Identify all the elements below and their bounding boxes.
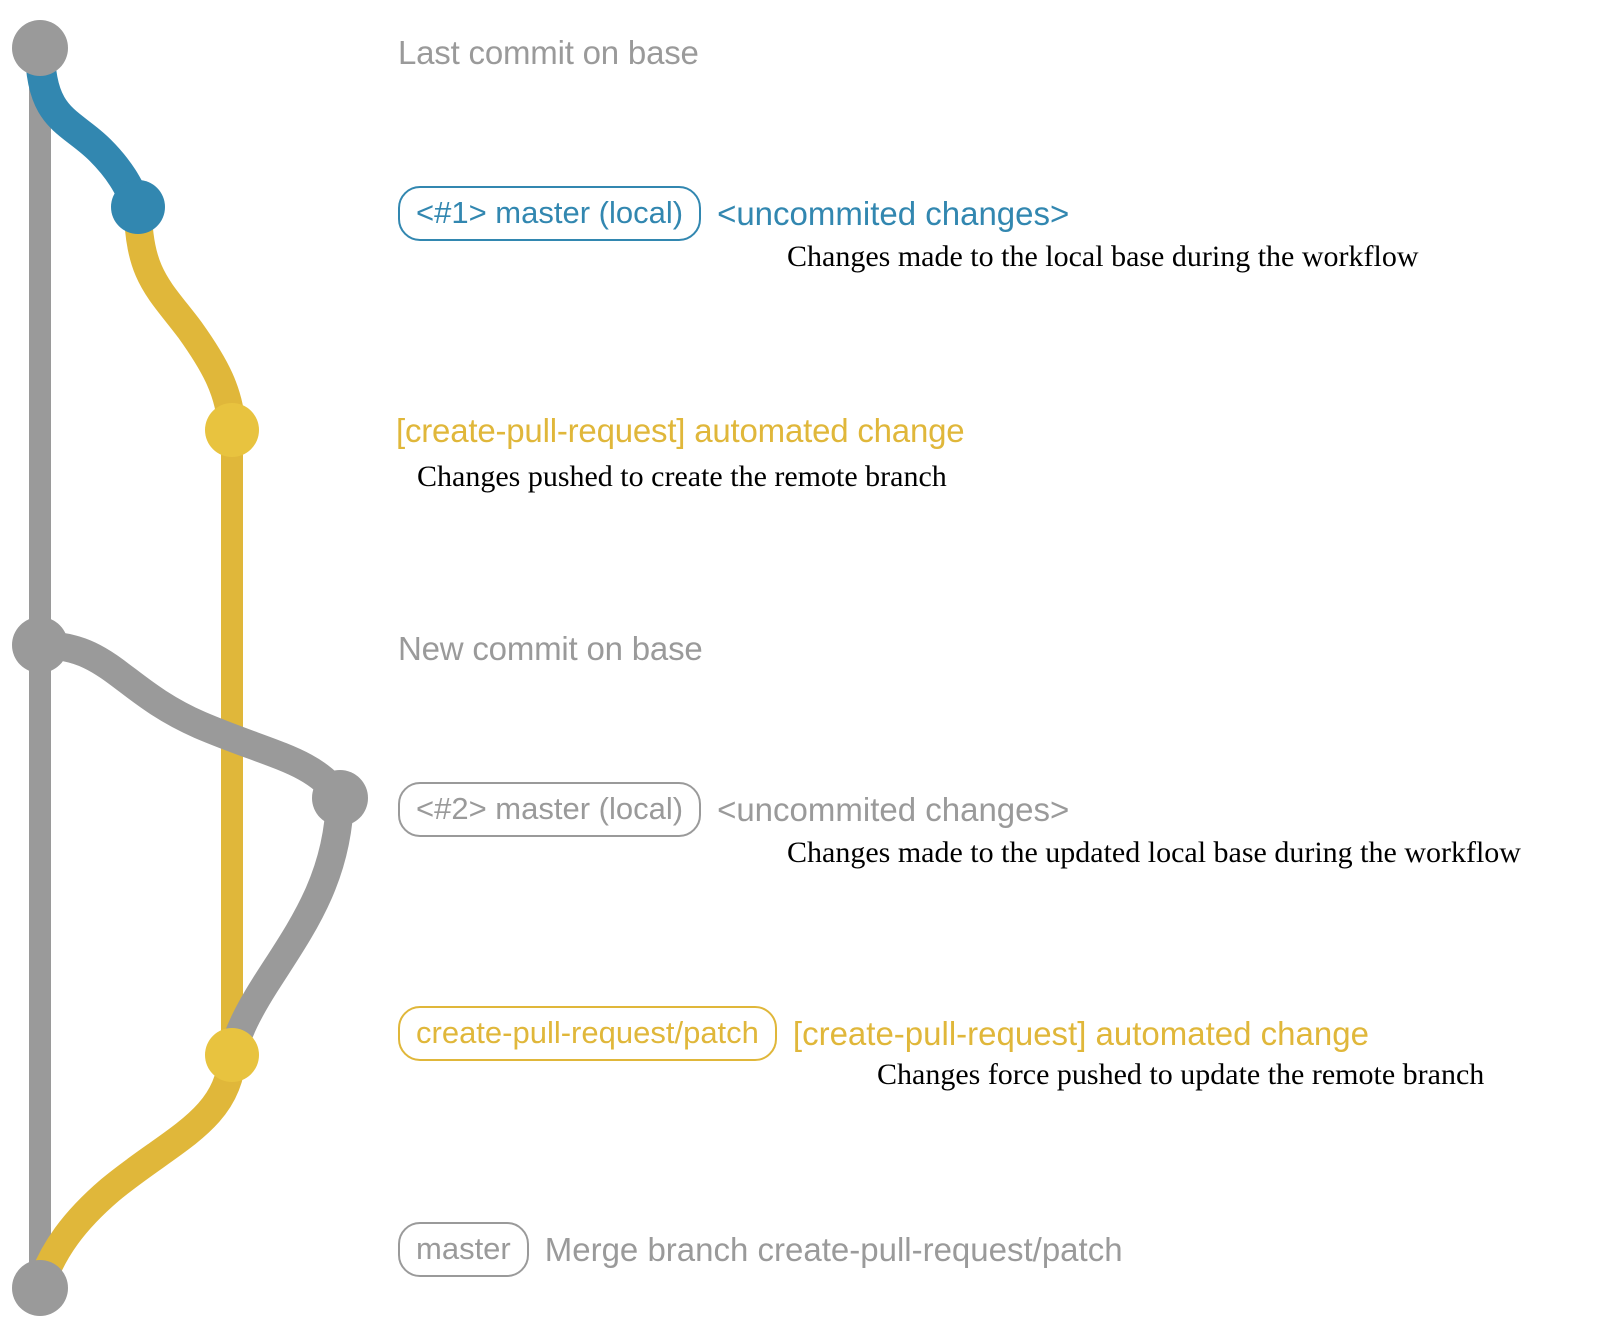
- row-master-local-2: <#2> master (local) <uncommited changes>: [398, 782, 1069, 837]
- edge-patch-2-to-merge: [26, 1041, 246, 1302]
- node-automated-change-1[interactable]: [205, 403, 259, 457]
- edge-base-to-local-2: [26, 631, 354, 812]
- commit-message-master-local-2: <uncommited changes>: [717, 791, 1070, 828]
- description-master-local-1: Changes made to the local base during th…: [787, 240, 1419, 273]
- edge-local-1-to-patch-1: [124, 193, 246, 444]
- ref-badge-master[interactable]: master: [398, 1222, 529, 1277]
- ref-badge-create-pull-request-patch[interactable]: create-pull-request/patch: [398, 1006, 777, 1061]
- edge-local-2-to-patch-2: [218, 784, 354, 1069]
- row-master-local-1: <#1> master (local) <uncommited changes>: [398, 186, 1069, 241]
- description-automated-change-2: Changes force pushed to update the remot…: [877, 1058, 1485, 1091]
- commit-message-master-local-1: <uncommited changes>: [717, 195, 1070, 232]
- label-automated-change-1: [create-pull-request] automated change: [396, 412, 965, 449]
- row-merge-master: master Merge branch create-pull-request/…: [398, 1222, 1123, 1277]
- node-last-commit-on-base[interactable]: [12, 20, 68, 76]
- ref-badge-master-local-1[interactable]: <#1> master (local): [398, 186, 702, 241]
- node-master-local-1[interactable]: [111, 180, 165, 234]
- commit-message-merge-master: Merge branch create-pull-request/patch: [544, 1231, 1123, 1268]
- node-merge-master[interactable]: [12, 1260, 68, 1316]
- node-master-local-2[interactable]: [312, 770, 368, 826]
- label-new-commit-on-base: New commit on base: [398, 630, 703, 667]
- ref-badge-master-local-2[interactable]: <#2> master (local): [398, 782, 702, 837]
- description-master-local-2: Changes made to the updated local base d…: [787, 836, 1521, 869]
- node-new-commit-on-base[interactable]: [12, 617, 68, 673]
- label-last-commit-on-base: Last commit on base: [398, 34, 699, 71]
- description-automated-change-1: Changes pushed to create the remote bran…: [417, 460, 947, 493]
- row-automated-change-2: create-pull-request/patch [create-pull-r…: [398, 1006, 1369, 1061]
- edge-base-to-local-1: [25, 33, 153, 222]
- commit-message-automated-change-2: [create-pull-request] automated change: [792, 1015, 1369, 1052]
- node-automated-change-2[interactable]: [205, 1028, 259, 1082]
